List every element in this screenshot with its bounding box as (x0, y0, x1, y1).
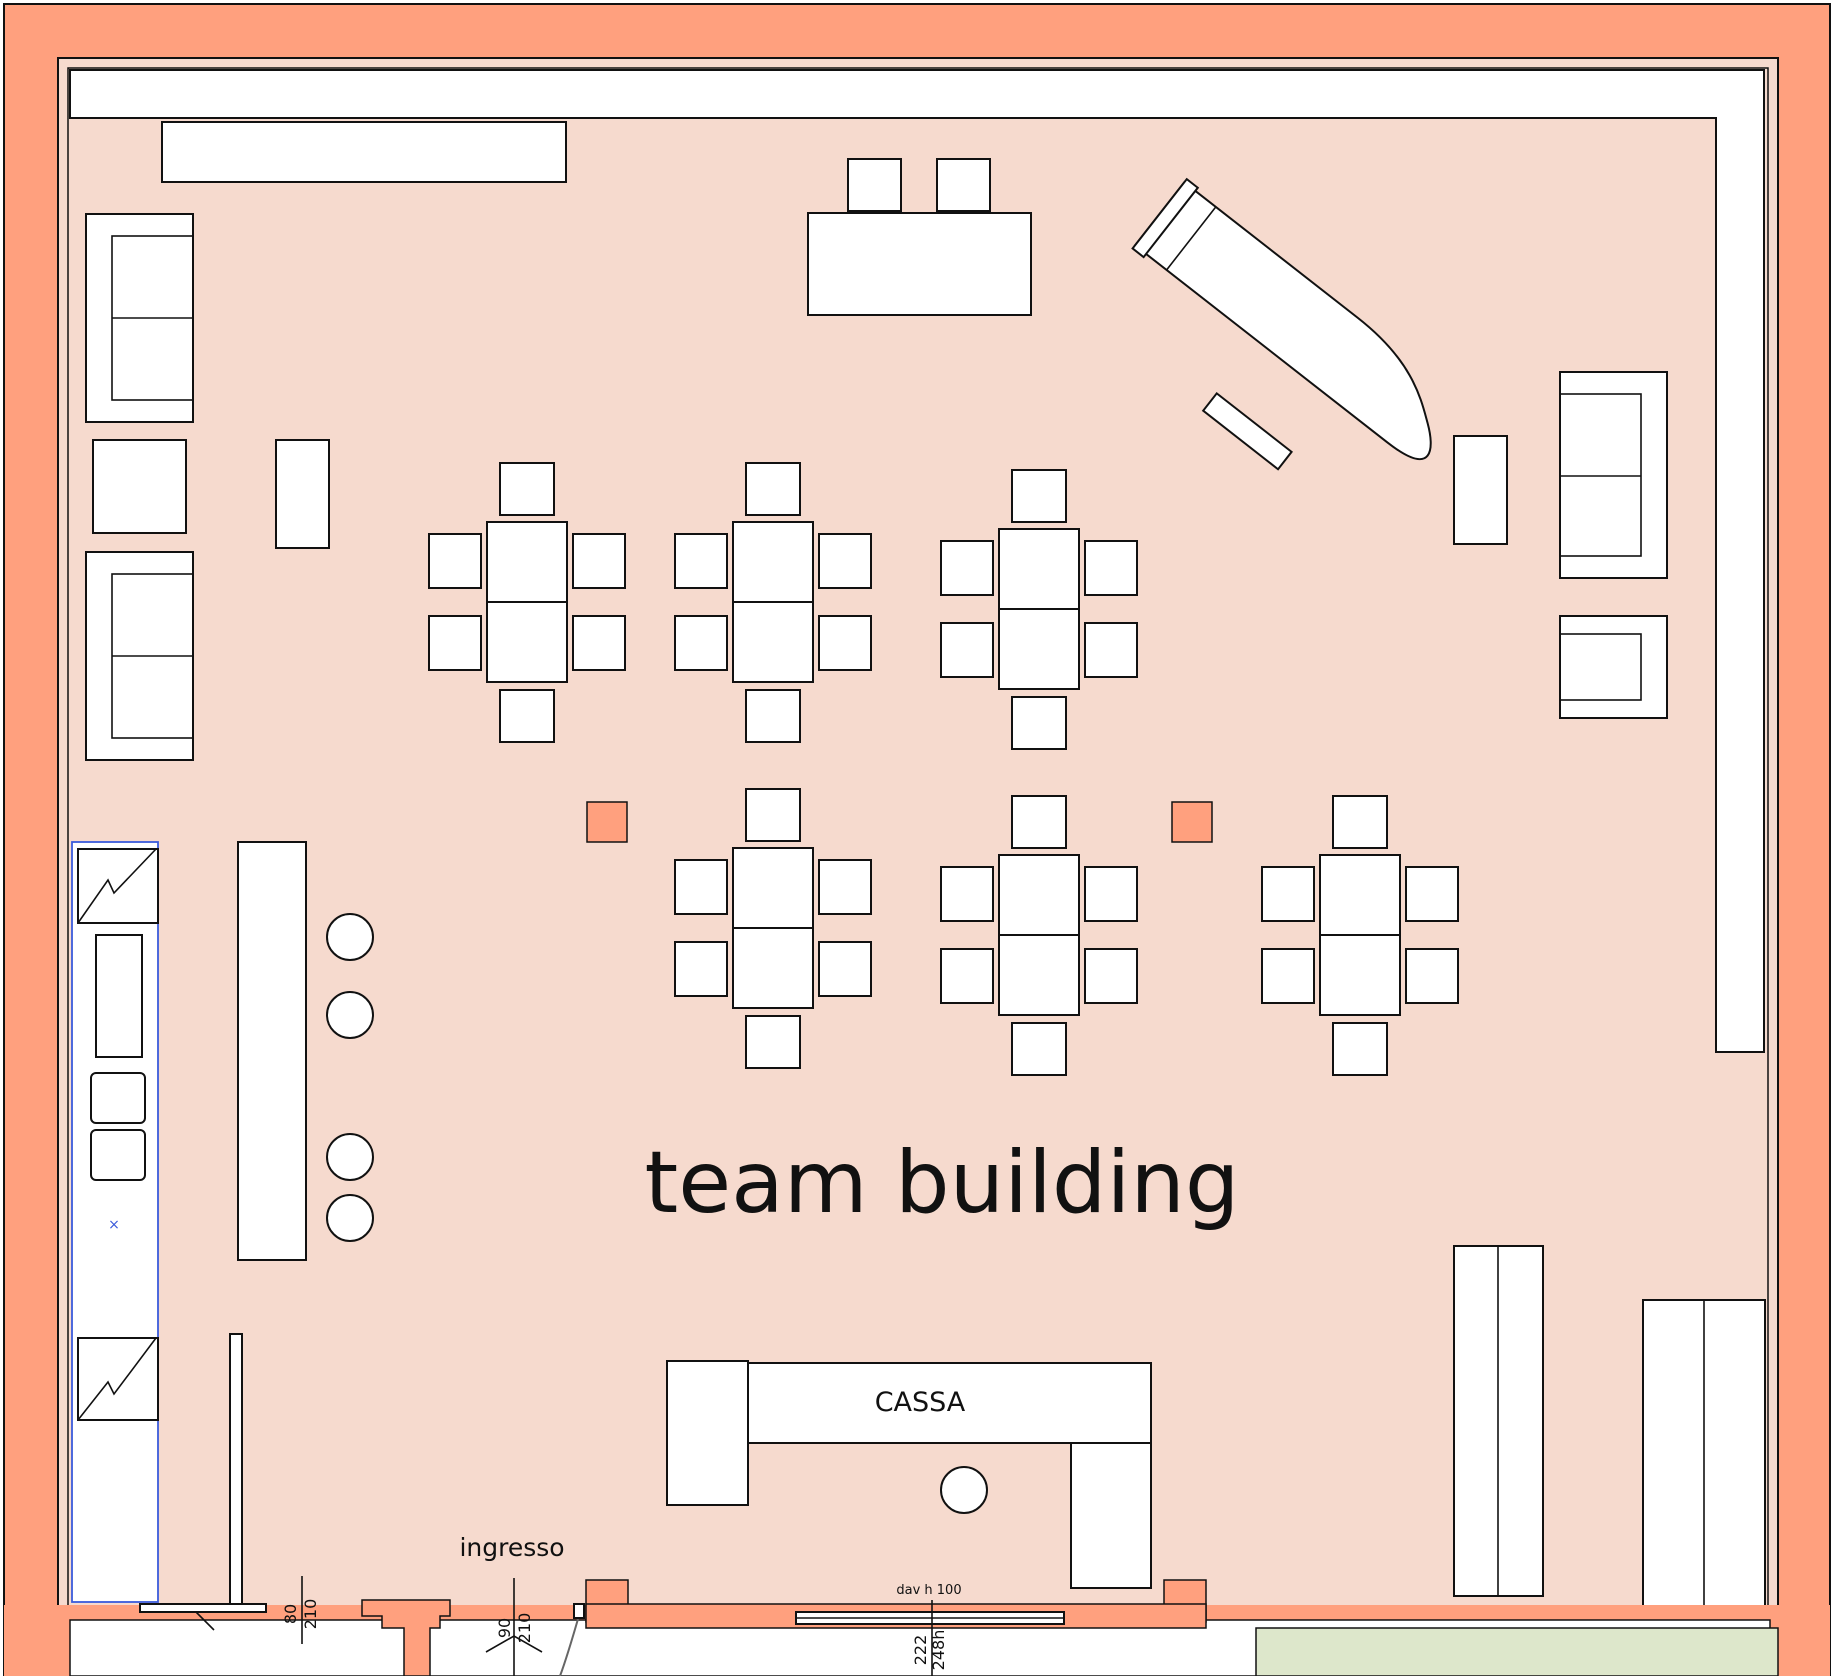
svg-text:×: × (108, 1217, 120, 1233)
table-set (940, 469, 1138, 750)
table-set (428, 462, 626, 743)
door-entrance-width: 90 (495, 1618, 514, 1638)
door-jamb (573, 1603, 585, 1619)
piano-bench (1201, 391, 1294, 471)
door-swing-arc (559, 1611, 581, 1676)
stool (326, 913, 374, 961)
cabinet-top-left (161, 121, 567, 183)
table-set (674, 788, 872, 1069)
shelf-unit (1453, 1245, 1544, 1597)
cashier-label: CASSA (875, 1387, 966, 1418)
side-table-right (1453, 435, 1508, 545)
column (1171, 801, 1213, 843)
wall-segment (361, 1599, 451, 1676)
window (795, 1611, 1065, 1625)
window-width-label: 222 (911, 1635, 930, 1666)
door-entrance-height: 210 (515, 1613, 534, 1644)
sofa-right (1559, 371, 1668, 579)
desk-chair (936, 158, 991, 212)
room-label: team building (645, 1133, 1240, 1233)
stair-platform (1642, 1299, 1766, 1632)
outdoor-area (1255, 1627, 1779, 1676)
desk-top (807, 212, 1032, 316)
column (586, 801, 628, 843)
door-swing-mark (485, 1635, 543, 1653)
door-left-height: 210 (301, 1599, 320, 1630)
stool (326, 1194, 374, 1242)
armchair-right (1559, 615, 1668, 719)
table-set (674, 462, 872, 743)
window-sill-label: dav h 100 (896, 1583, 961, 1598)
cashier-stool (940, 1466, 988, 1514)
table-set (1261, 795, 1459, 1076)
door-left-width: 80 (281, 1604, 300, 1624)
stool (326, 991, 374, 1039)
grand-piano (1131, 177, 1432, 460)
stool (326, 1133, 374, 1181)
door-left (139, 1603, 267, 1631)
bar-counter (237, 841, 307, 1261)
armchair-left (92, 439, 187, 534)
entrance-label: ingresso (459, 1533, 564, 1562)
window-height-label: 248h (929, 1630, 948, 1671)
table-set (940, 795, 1138, 1076)
sofa-left-upper (85, 213, 194, 423)
side-table-left (275, 439, 330, 549)
cashier-desk (666, 1360, 1152, 1589)
desk-chair (847, 158, 902, 212)
wall-bench (69, 69, 1765, 1053)
back-bar-unit: × (71, 841, 159, 1603)
partition (229, 1333, 243, 1617)
sofa-left-lower (85, 551, 194, 761)
